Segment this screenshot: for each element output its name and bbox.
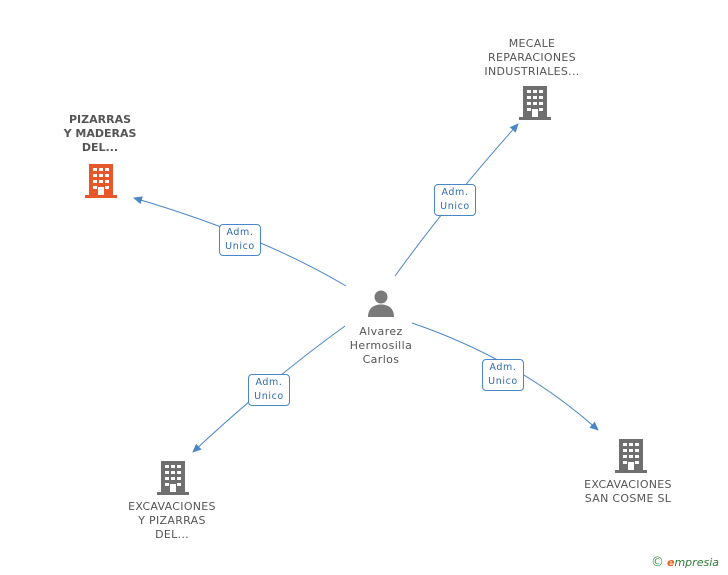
edge-badge-mecale[interactable]: Adm. Unico <box>434 184 476 216</box>
center-person-label[interactable]: Alvarez Hermosilla Carlos <box>349 325 413 366</box>
edge-badge-excavaciones-sancosme[interactable]: Adm. Unico <box>482 359 524 391</box>
node-label-mecale[interactable]: MECALE REPARACIONES INDUSTRIALES... <box>484 37 580 78</box>
building-icon[interactable] <box>85 164 117 198</box>
building-icon[interactable] <box>157 461 189 495</box>
copyright-icon: © <box>651 555 664 570</box>
node-label-excavaciones-pizarras[interactable]: EXCAVACIONES Y PIZARRAS DEL... <box>128 500 216 541</box>
node-label-excavaciones-sancosme[interactable]: EXCAVACIONES SAN COSME SL <box>584 478 672 505</box>
brand-initial: e <box>667 556 675 569</box>
building-icon[interactable] <box>519 86 551 120</box>
node-label-pizarras[interactable]: PIZARRAS Y MADERAS DEL... <box>63 113 137 154</box>
footer-brand[interactable]: ©empresia <box>651 555 719 570</box>
brand-name: mpresia <box>674 556 719 569</box>
edge-badge-pizarras[interactable]: Adm. Unico <box>219 224 261 256</box>
person-icon[interactable] <box>367 289 395 317</box>
building-icon[interactable] <box>615 439 647 473</box>
edge-badge-excavaciones-pizarras[interactable]: Adm. Unico <box>248 374 290 406</box>
